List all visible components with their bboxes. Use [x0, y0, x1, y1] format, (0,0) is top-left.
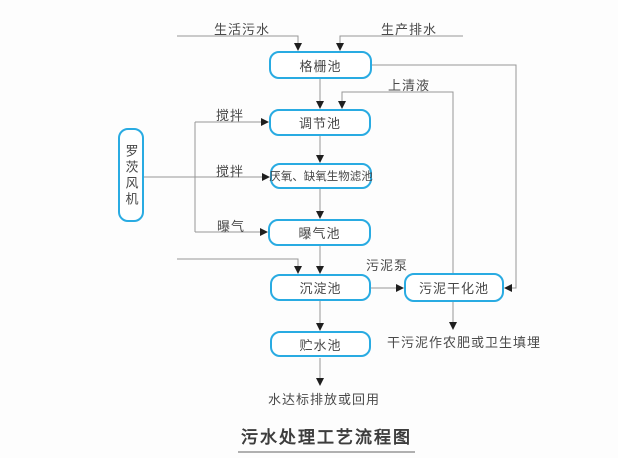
diagram-title: 污水处理工艺流程图: [238, 423, 415, 453]
label-aerate: 曝气: [217, 219, 246, 234]
edge-production-to-grid: [339, 35, 463, 43]
arrowhead-icon: [338, 101, 346, 109]
arrowhead-icon: [316, 155, 324, 163]
label-sludge-pump: 污泥泵: [366, 258, 409, 273]
label-stir-regulating: 搅拌: [216, 108, 245, 123]
arrowhead-icon: [294, 266, 302, 274]
edge-side-to-sedimentation: [177, 258, 299, 266]
node-sedimentation-tank: 沉淀池: [270, 274, 371, 301]
arrowhead-icon: [262, 173, 270, 181]
edge-grid-to-drying: [372, 64, 517, 289]
arrowhead-icon: [260, 228, 268, 236]
label-supernatant: 上清液: [388, 78, 431, 93]
arrowhead-icon: [316, 378, 324, 386]
edge-supernatant-return: [341, 91, 454, 273]
arrowhead-icon: [336, 43, 344, 51]
arrowhead-icon: [396, 284, 404, 292]
node-grid-tank: 格栅池: [269, 51, 372, 79]
node-storage-tank: 贮水池: [270, 331, 371, 357]
arrowhead-icon: [316, 266, 324, 274]
arrowhead-icon: [316, 211, 324, 219]
node-regulating-tank: 调节池: [269, 109, 371, 136]
arrowhead-icon: [261, 118, 269, 126]
arrowhead-icon: [504, 284, 512, 292]
node-sludge-drying-tank: 污泥干化池: [404, 273, 504, 302]
label-dried-sludge-use: 干污泥作农肥或卫生填埋: [387, 335, 542, 350]
label-production-drainage: 生产排水: [381, 22, 438, 37]
label-domestic-sewage: 生活污水: [214, 22, 271, 37]
edge-domestic-to-grid: [177, 35, 299, 43]
label-water-discharge: 水达标排放或回用: [268, 392, 381, 407]
node-biofilter-tank: 厌氧、缺氧生物滤池: [269, 163, 373, 189]
arrowhead-icon: [449, 322, 457, 330]
node-aeration-tank: 曝气池: [268, 219, 371, 246]
arrowhead-icon: [316, 323, 324, 331]
arrowhead-icon: [294, 43, 302, 51]
label-stir-biofilter: 搅拌: [216, 164, 245, 179]
arrowhead-icon: [316, 101, 324, 109]
node-roots-blower: 罗茨风机: [118, 128, 144, 222]
